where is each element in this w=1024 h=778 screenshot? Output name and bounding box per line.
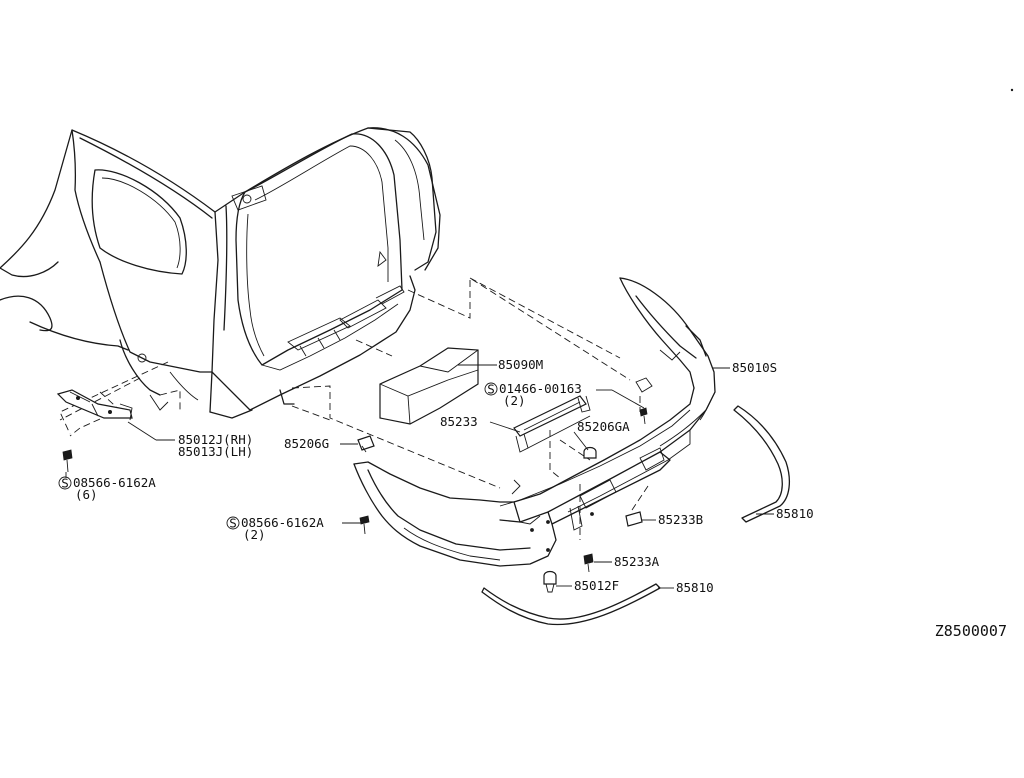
label-85233a: 85233A [614, 554, 660, 569]
diagram-reference-id: Z8500007 [935, 622, 1007, 640]
label-85810-lower: 85810 [676, 580, 714, 595]
label-85012f: 85012F [574, 578, 619, 593]
screw-mark: S [61, 476, 69, 491]
label-85206g: 85206G [284, 436, 329, 451]
side-bracket-85012j [56, 389, 133, 421]
callout-labels: 85090M 85010S 01466-00163 (2) 85233 8520… [73, 357, 1007, 640]
energy-absorber-85090m [379, 347, 479, 425]
label-85090m: 85090M [498, 357, 543, 372]
label-08566-6162a-a: 08566-6162A [73, 475, 156, 490]
label-01466-qty: (2) [503, 393, 526, 408]
label-85810-upper: 85810 [776, 506, 814, 521]
leader-lines [65, 364, 774, 589]
bumper-reinforcement-85233 [513, 395, 591, 453]
label-08566-qty-6: (6) [75, 487, 98, 502]
label-01466-00163: 01466-00163 [499, 381, 582, 396]
screw-symbol-08566-b: S [226, 516, 240, 531]
screw-symbol-01466: S [484, 382, 498, 397]
label-85233b: 85233B [658, 512, 703, 527]
label-08566-qty-2: (2) [243, 527, 266, 542]
label-08566-6162a-b: 08566-6162A [241, 515, 324, 530]
label-85233: 85233 [440, 414, 478, 429]
fasteners [62, 407, 648, 593]
screw-symbol-08566-a: S [58, 476, 72, 491]
label-85013j-lh: 85013J(LH) [178, 444, 253, 459]
label-85206ga: 85206GA [577, 419, 630, 434]
label-85012j-rh: 85012J(RH) [178, 432, 253, 447]
vehicle-body [0, 127, 441, 419]
rear-bumper-fascia-85010s [353, 277, 716, 567]
screw-mark: S [229, 516, 237, 531]
screw-mark: S [487, 382, 495, 397]
label-85010s: 85010S [732, 360, 777, 375]
